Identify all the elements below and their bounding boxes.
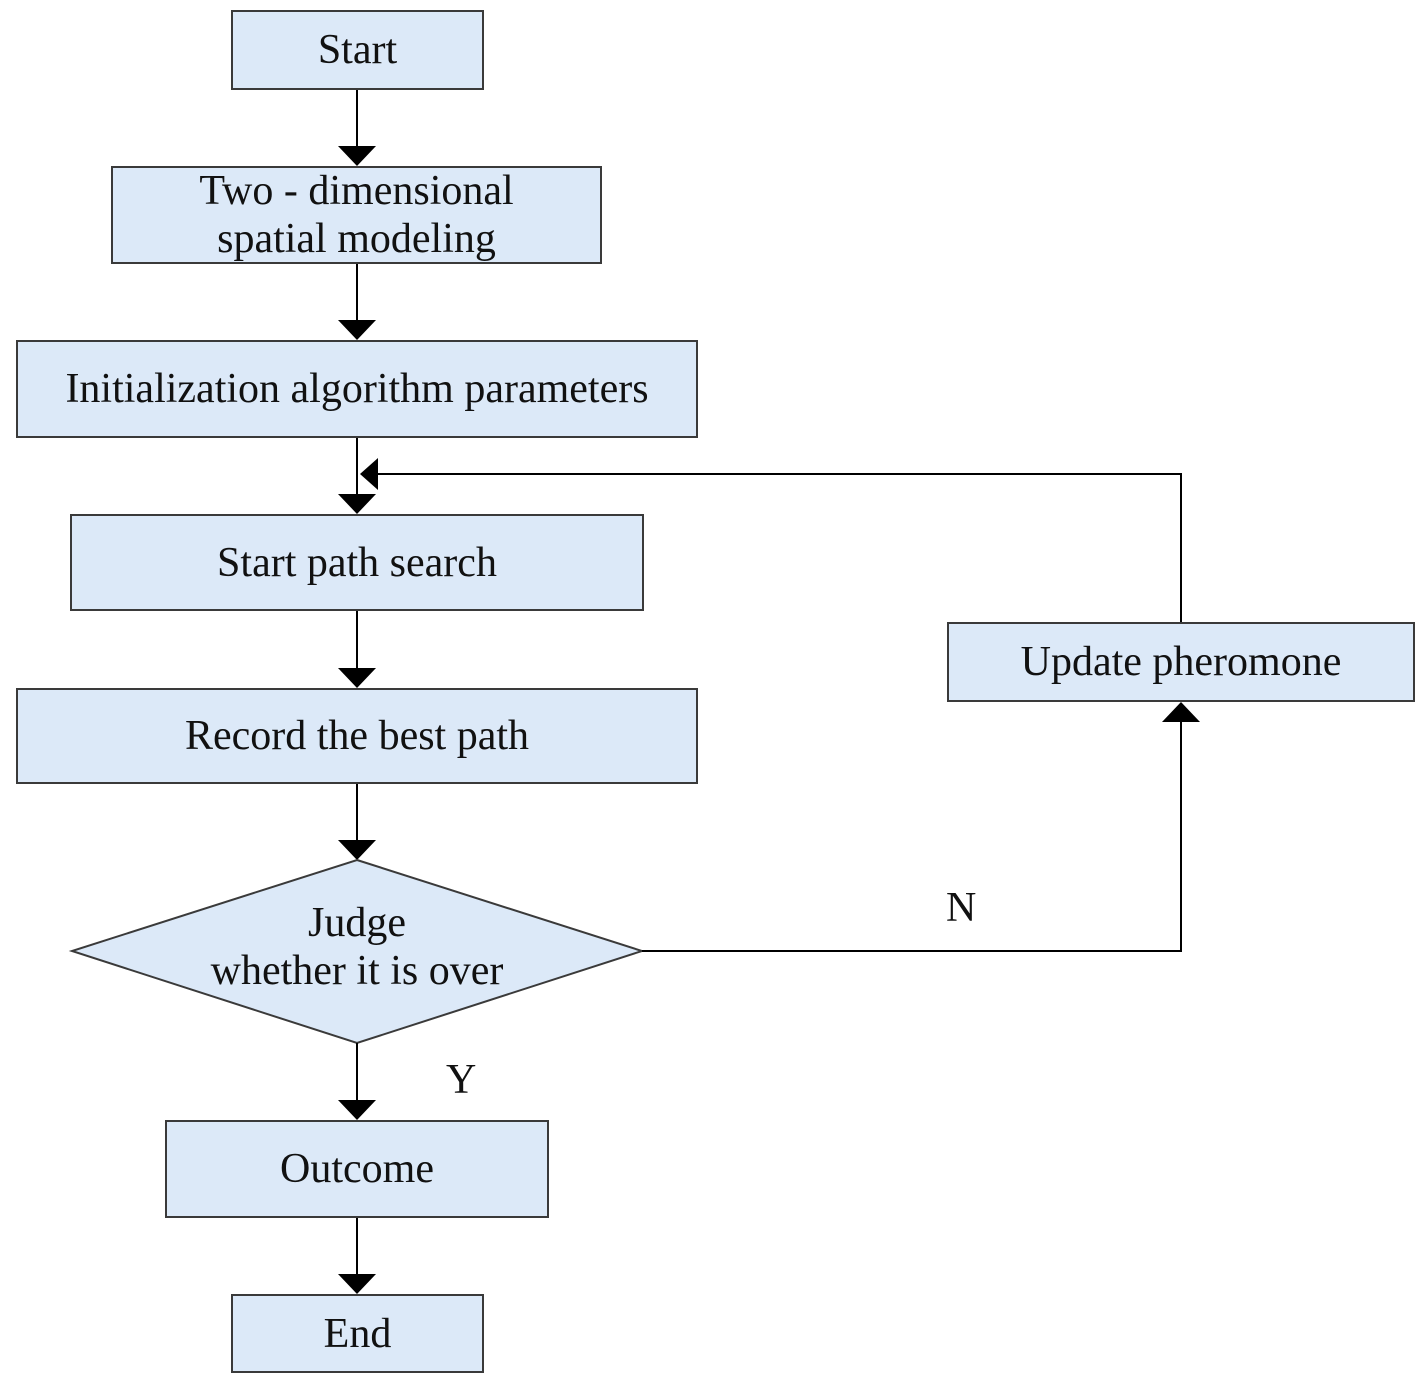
edge-update-to-loop [378,473,1182,622]
node-spatial-modeling: Two - dimensional spatial modeling [111,166,602,264]
node-outcome-label: Outcome [280,1146,434,1192]
edge-label-no: N [946,885,977,931]
node-init-params-label: Initialization algorithm parameters [65,366,649,412]
node-spatial-modeling-line1: Two - dimensional [199,168,514,214]
node-judge-line2: whether it is over [210,947,504,994]
node-outcome: Outcome [165,1120,549,1218]
edge-label-yes: Y [446,1057,477,1103]
node-update-pheromone: Update pheromone [947,622,1415,702]
node-path-search: Start path search [70,514,644,611]
node-record-best-label: Record the best path [184,713,530,759]
arrowhead-search [338,494,376,514]
arrowhead-judge [338,840,376,860]
arrowhead-modeling [338,146,376,166]
node-start-label: Start [317,27,398,73]
arrowhead-loop-return [360,458,378,490]
arrowhead-update [1162,702,1200,722]
node-update-pheromone-label: Update pheromone [1020,639,1342,685]
node-start: Start [231,10,484,90]
node-judge-line1: Judge [308,899,406,946]
node-record-best: Record the best path [16,688,698,784]
node-end: End [231,1294,484,1373]
node-spatial-modeling-line2: spatial modeling [217,216,496,262]
node-init-params: Initialization algorithm parameters [16,340,698,438]
arrowhead-record [338,668,376,688]
arrowhead-outcome [338,1100,376,1120]
arrowhead-init [338,320,376,340]
arrowhead-end [338,1274,376,1294]
node-end-label: End [323,1310,392,1357]
node-path-search-label: Start path search [217,539,497,586]
edge-judge-to-update [642,720,1182,952]
node-judge-label: Judge whether it is over [72,860,642,1043]
